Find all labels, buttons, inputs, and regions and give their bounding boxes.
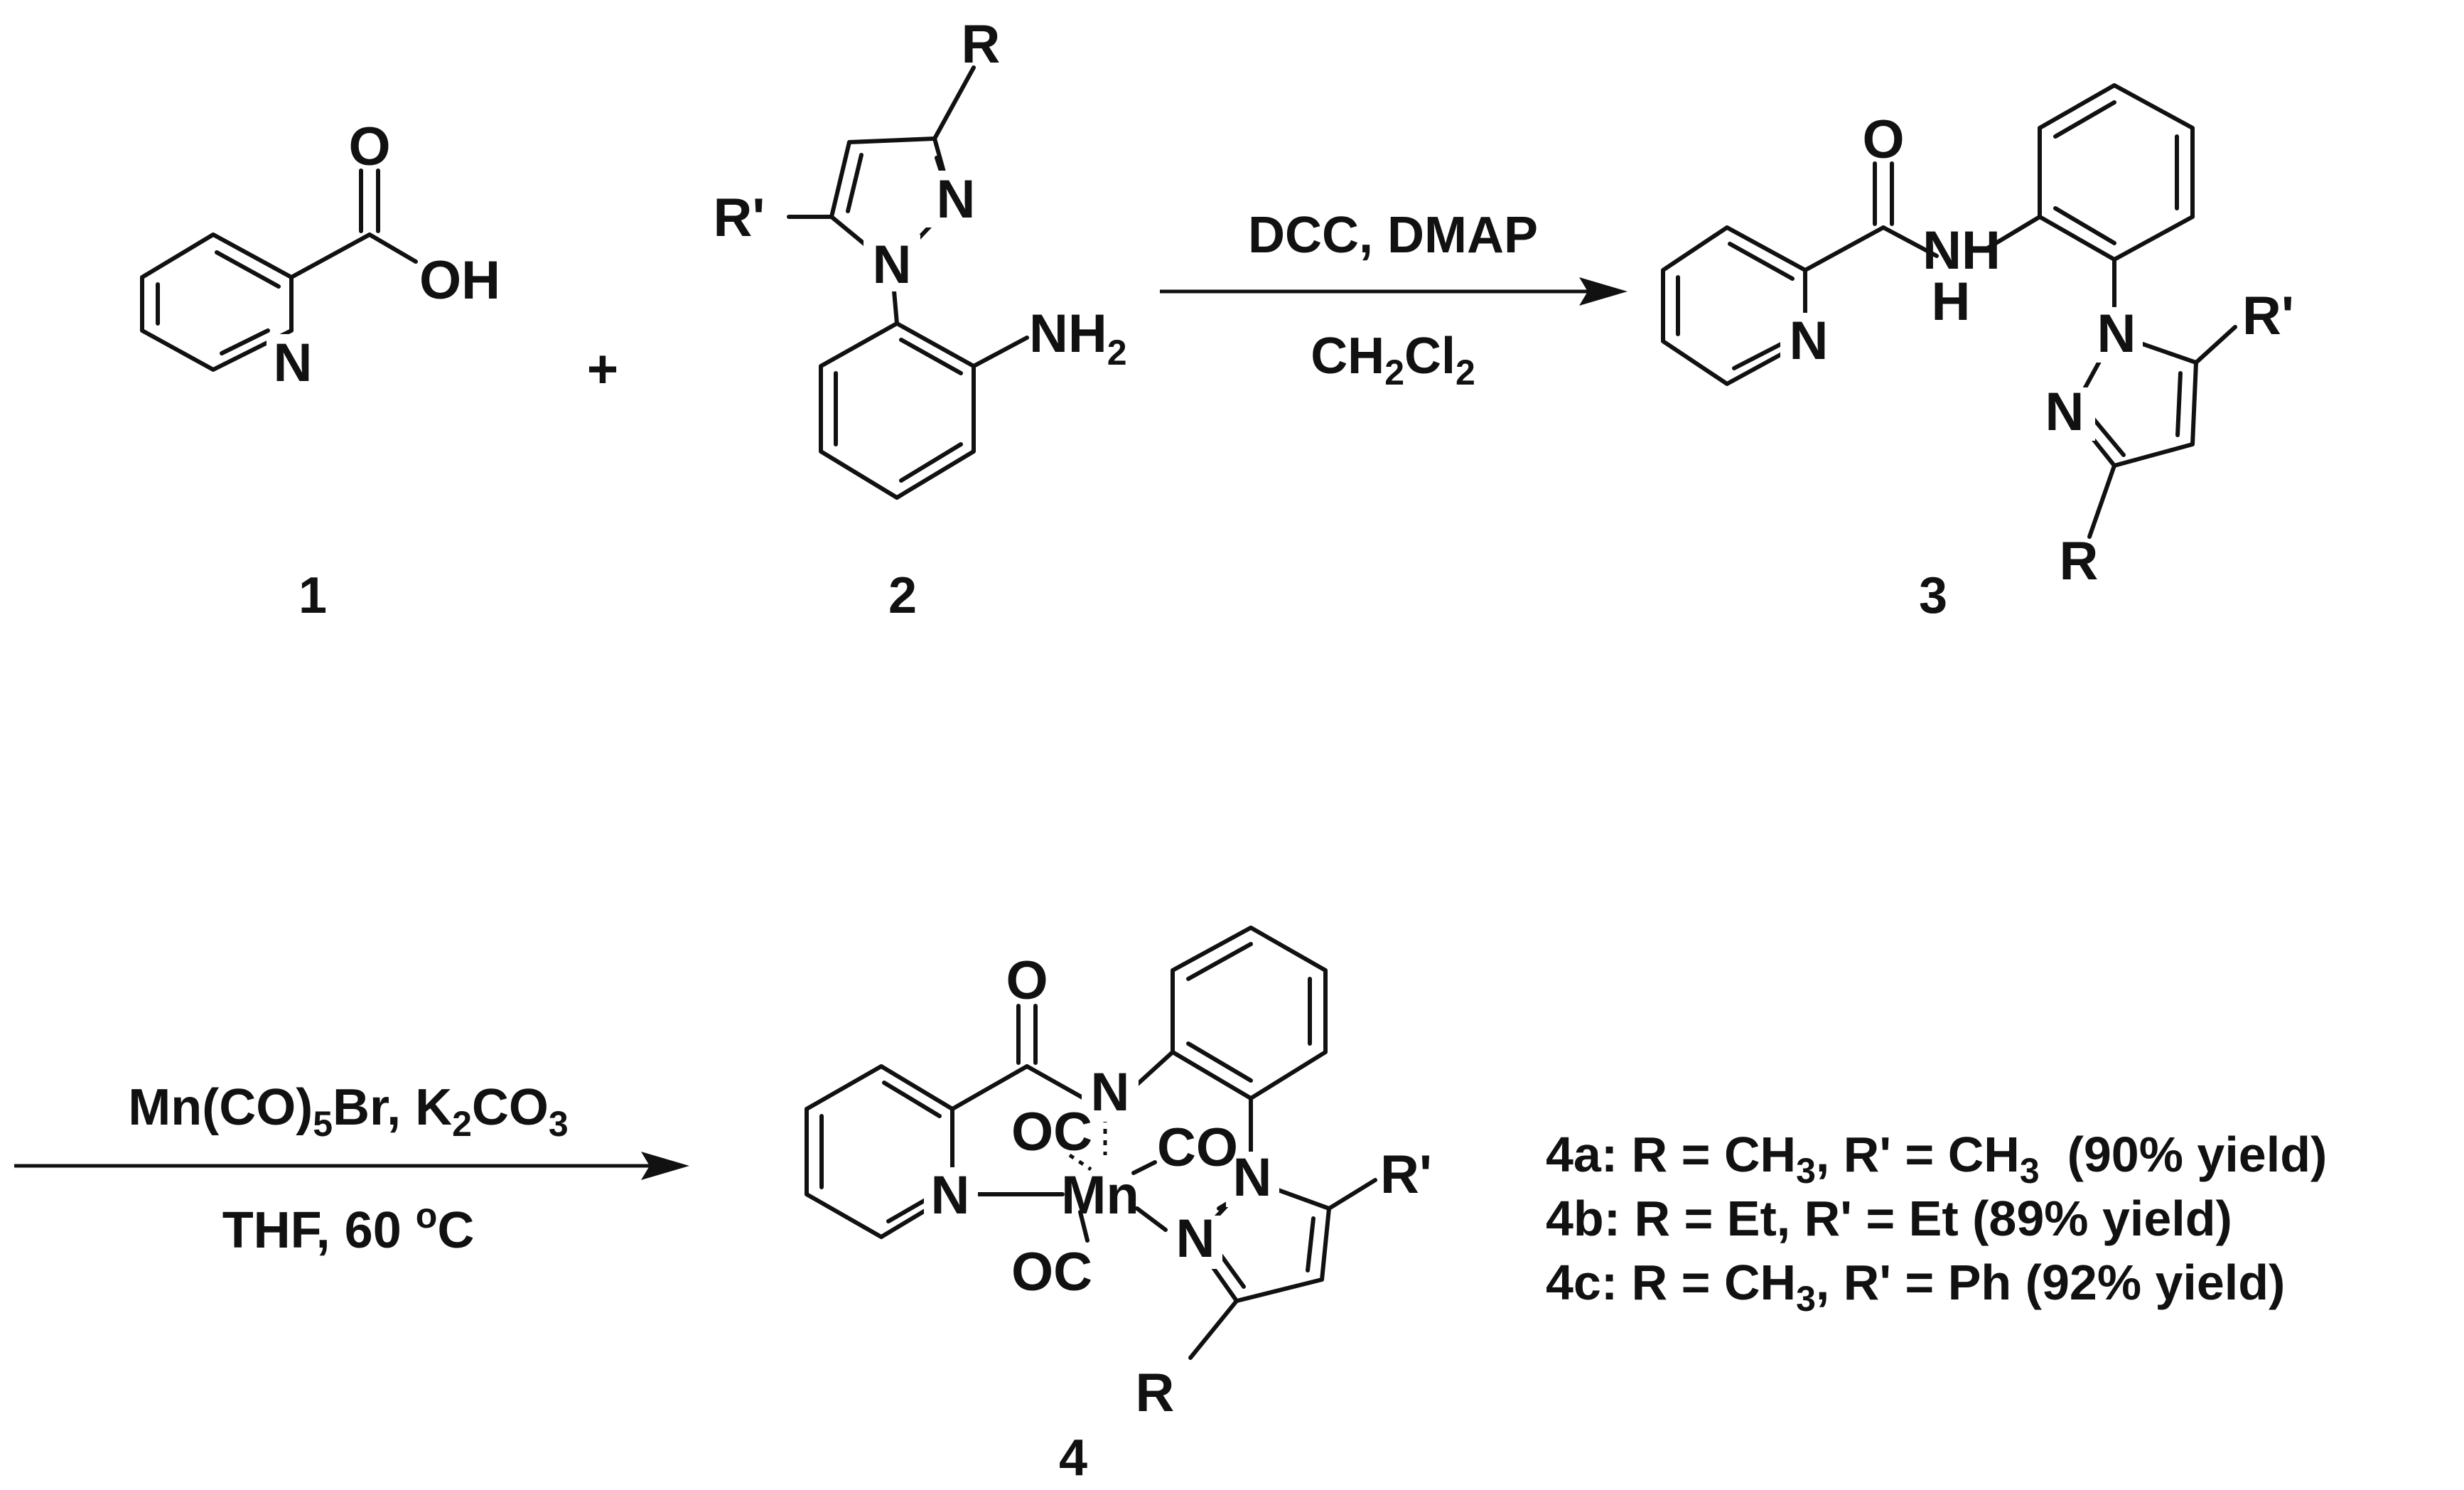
compound-1-structure: N O OH [140, 117, 500, 393]
atom-o-carbonyl: O [1006, 950, 1048, 1011]
atom-n1: N [873, 235, 912, 295]
compound-3-structure: N O NH H N N R' R [1661, 83, 2294, 591]
compound-label-4: 4 [1059, 1430, 1087, 1486]
compound-4-structure: N O N Mn OC CO OC N N R' R [805, 926, 1432, 1423]
results-list: 4a: R = CH3, R' = CH3 (90% yield) 4b: R … [1546, 1127, 2327, 1319]
reaction-arrow-1 [1160, 277, 1628, 306]
atom-r: R [2060, 531, 2099, 591]
atom-mn: Mn [1061, 1165, 1139, 1226]
atom-r-prime: R' [714, 188, 765, 248]
compound-label-1: 1 [298, 567, 327, 624]
atom-n-pyridine: N [931, 1165, 970, 1226]
compound-label-2: 2 [888, 567, 917, 624]
atom-n2-pyrazole: N [2045, 382, 2084, 442]
atom-oh: OH [419, 250, 500, 311]
step2-conditions: THF, 60 oC [222, 1196, 475, 1259]
atom-n1-pyrazole: N [1233, 1147, 1272, 1208]
atom-h: H [1932, 272, 1971, 332]
ligand-oc-lower: OC [1011, 1242, 1092, 1302]
plus-sign: + [587, 339, 618, 400]
atom-r-prime: R' [1380, 1145, 1432, 1205]
atom-n2: N [937, 169, 976, 230]
step1-reagents: DCC, DMAP [1248, 207, 1538, 264]
result-4c: 4c: R = CH3, R' = Ph (92% yield) [1546, 1255, 2285, 1319]
step1-solvent: CH2Cl2 [1311, 328, 1475, 392]
atom-n2-pyrazole: N [1176, 1208, 1215, 1269]
reaction-arrow-2 [14, 1152, 689, 1180]
atom-n-pyridine: N [1790, 311, 1829, 371]
step2-reagents: Mn(CO)5Br, K2CO3 [128, 1079, 568, 1144]
ligand-co-upper: CO [1157, 1118, 1238, 1178]
atom-nh2: NH2 [1029, 304, 1127, 372]
atom-n: N [274, 333, 313, 393]
atom-o-carbonyl: O [1862, 109, 1904, 170]
ligand-oc-upper: OC [1011, 1102, 1092, 1162]
atom-r: R [962, 14, 1001, 75]
compound-2-structure: N N R R' NH2 [714, 14, 1127, 500]
atom-n1-pyrazole: N [2097, 304, 2136, 364]
atom-r: R [1136, 1363, 1175, 1423]
atom-nh: NH [1922, 220, 2001, 281]
result-4a: 4a: R = CH3, R' = CH3 (90% yield) [1546, 1127, 2327, 1191]
atom-n-amide: N [1091, 1062, 1130, 1122]
atom-o: O [348, 117, 390, 177]
atom-r-prime: R' [2242, 286, 2294, 346]
compound-label-3: 3 [1919, 567, 1947, 624]
result-4b: 4b: R = Et, R' = Et (89% yield) [1546, 1191, 2232, 1246]
